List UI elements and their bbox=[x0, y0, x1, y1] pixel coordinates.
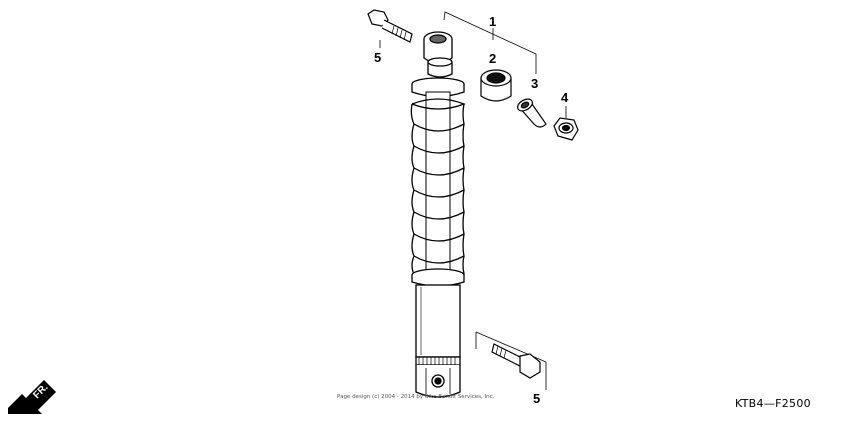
bolt-top-part-5 bbox=[367, 9, 413, 43]
leader-lines bbox=[379, 11, 567, 390]
rubber-bushing-part-2 bbox=[480, 69, 512, 102]
callout-2: 2 bbox=[489, 51, 496, 66]
callout-1: 1 bbox=[489, 14, 496, 29]
copyright-notice: Page design (c) 2004 - 2014 by Bike Band… bbox=[337, 394, 495, 400]
collar-part-3 bbox=[517, 98, 547, 128]
front-direction-arrow: FR. bbox=[8, 380, 56, 414]
shock-absorber bbox=[410, 31, 466, 398]
callout-3: 3 bbox=[531, 76, 538, 91]
callout-5-bottom: 5 bbox=[533, 391, 540, 406]
nut-part-4 bbox=[553, 117, 579, 141]
bolt-bottom-part-5 bbox=[491, 343, 541, 379]
callout-4: 4 bbox=[561, 90, 569, 105]
callout-5-top: 5 bbox=[374, 50, 381, 65]
diagram-code: KTB4—F2500 bbox=[735, 397, 811, 410]
